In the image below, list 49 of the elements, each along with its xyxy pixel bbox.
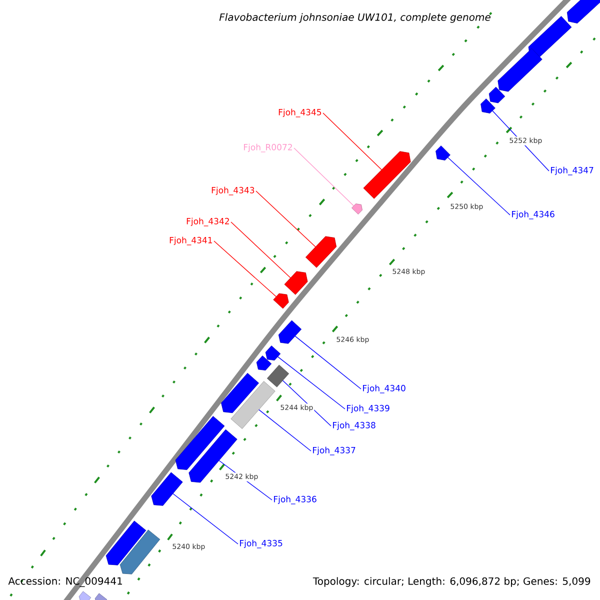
leader-line	[447, 157, 510, 216]
leader-line	[214, 240, 277, 298]
gene-block	[305, 236, 337, 268]
gene-label: Fjoh_4340	[363, 384, 406, 394]
gene-block	[266, 364, 290, 388]
leader-line	[294, 148, 354, 206]
gene-block	[352, 204, 362, 214]
gene-block	[528, 16, 572, 58]
gene-block	[498, 48, 542, 92]
gene-block	[175, 416, 225, 470]
leader-line	[256, 190, 316, 248]
gene-label: Fjoh_4338	[333, 422, 376, 430]
gene-block	[106, 520, 146, 566]
gene-label: Fjoh_4346	[512, 210, 554, 220]
leader-line	[322, 112, 382, 170]
gene-label: Fjoh_4345	[278, 108, 322, 118]
leader-line	[258, 409, 312, 452]
gene-block	[363, 151, 411, 199]
summary-text: Topology: circular; Length: 6,096,872 bp; Genes: 5,099	[312, 577, 590, 587]
title: Flavobacterium johnsoniae UW101, complete genome	[219, 13, 490, 23]
leader-line	[230, 222, 291, 278]
gene-block	[230, 381, 276, 429]
gene-block	[120, 530, 160, 574]
leader-line	[277, 356, 346, 410]
gene-block	[436, 146, 450, 160]
gene-label: Fjoh_4337	[313, 446, 356, 456]
gene-block	[273, 293, 289, 309]
gene-block	[221, 372, 259, 414]
gene-block	[256, 356, 272, 370]
leader-line	[172, 493, 238, 544]
gene-block	[78, 591, 92, 600]
gene-block	[151, 472, 183, 506]
gene-label: Fjoh_4342	[186, 218, 229, 226]
leader-line	[294, 336, 362, 390]
gene-label: Fjoh_4336	[274, 496, 316, 504]
gene-block	[265, 346, 281, 360]
gene-label: Fjoh_4339	[347, 404, 390, 414]
gene-block	[284, 271, 308, 295]
gene-block	[566, 0, 600, 24]
gene-label: Fjoh_4347	[551, 166, 594, 176]
gene-label: Fjoh_R0072	[244, 144, 292, 152]
gene-block	[488, 86, 506, 104]
gene-block	[278, 320, 302, 344]
gene-label: Fjoh_4335	[240, 540, 282, 548]
accession-text: Accession: NC_009441	[8, 577, 122, 587]
gene-label: Fjoh_4343	[212, 186, 254, 196]
gene-label: Fjoh_4341	[170, 236, 212, 246]
gene-block	[480, 98, 496, 114]
gene-block	[94, 593, 108, 600]
